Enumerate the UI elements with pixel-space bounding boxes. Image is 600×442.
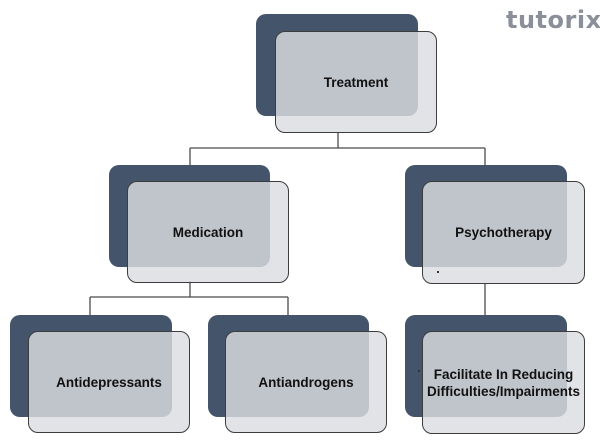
node-box: Facilitate In Reducing Difficulties/Impa… xyxy=(422,331,585,434)
stray-dot xyxy=(437,271,439,273)
node-label-medication: Medication xyxy=(172,224,244,240)
node-label-psychotherapy: Psychotherapy xyxy=(455,225,552,240)
node-box: Treatment xyxy=(275,31,437,133)
node-box: Medication xyxy=(127,181,289,283)
node-label-antidepressants: Antidepressants xyxy=(56,374,162,390)
node-label-treatment: Treatment xyxy=(323,74,389,90)
node-box: Antiandrogens xyxy=(225,331,387,433)
stray-dot xyxy=(418,370,420,372)
tutorix-logo: tutorix xyxy=(506,6,600,34)
node-box: Psychotherapy xyxy=(422,181,585,284)
node-label-facilitate: Facilitate In Reducing Difficulties/Impa… xyxy=(426,366,581,399)
node-box: Antidepressants xyxy=(28,331,190,433)
node-label-antiandrogens: Antiandrogens xyxy=(258,374,354,390)
